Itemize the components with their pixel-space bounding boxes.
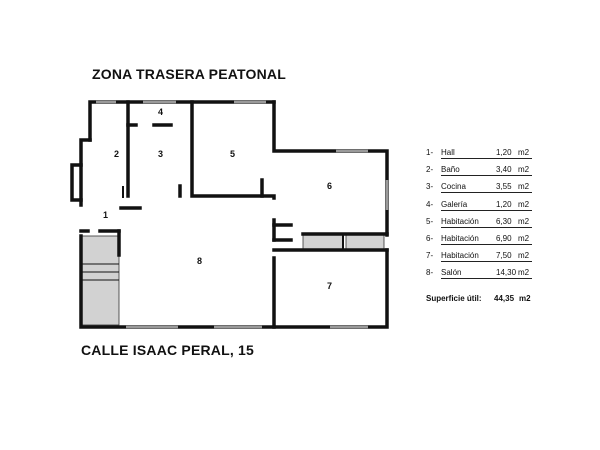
legend-row-underline (513, 209, 532, 211)
legend-row-number: 6- (426, 233, 434, 243)
legend-row-underline (513, 261, 532, 263)
street-address: CALLE ISAAC PERAL, 15 (81, 342, 254, 358)
legend-row: 3- Cocina 3,55 m2 (426, 181, 541, 198)
legend-row-underline (513, 278, 532, 280)
legend-row-name: Habitación (441, 250, 513, 263)
room-label-3: 3 (158, 149, 163, 159)
legend-row-number: 2- (426, 165, 434, 175)
legend-row-underline (513, 243, 532, 245)
legend-row-area: 3,40 (496, 165, 512, 175)
room-label-2: 2 (114, 149, 119, 159)
legend-row-area: 3,55 (496, 182, 512, 192)
legend-row-underline (513, 192, 532, 194)
legend-row-underline (513, 175, 532, 177)
total-area-value: 44,35 (494, 293, 515, 303)
closet-area-right (345, 233, 385, 251)
room-label-8: 8 (197, 256, 202, 266)
area-legend: 1- Hall 1,20 m2 2- Baño 3,40 m2 3- Cocin… (426, 147, 541, 306)
legend-row: 1- Hall 1,20 m2 (426, 147, 541, 164)
legend-row-number: 8- (426, 268, 434, 278)
legend-row-unit: m2 (518, 182, 530, 192)
legend-row: 8- Salón 14,30 m2 (426, 267, 541, 284)
room-label-4: 4 (158, 107, 163, 117)
legend-row-name: Galería (441, 199, 513, 211)
interior-walls (79, 100, 389, 257)
legend-row-area: 14,30 (496, 268, 517, 278)
windows (96, 100, 389, 329)
room-label-6: 6 (327, 181, 332, 191)
legend-row: 4- Galería 1,20 m2 (426, 199, 541, 216)
room-label-1: 1 (103, 210, 108, 220)
room-label-7: 7 (327, 281, 332, 291)
legend-row: 7- Habitación 7,50 m2 (426, 250, 541, 267)
legend-row-number: 7- (426, 251, 434, 261)
legend-row-unit: m2 (518, 199, 530, 209)
legend-row-name: Baño (441, 164, 513, 177)
legend-row-number: 4- (426, 199, 434, 209)
legend-row-unit: m2 (518, 233, 530, 243)
legend-row-number: 1- (426, 148, 434, 157)
room-label-5: 5 (230, 149, 235, 159)
legend-row-number: 5- (426, 216, 434, 226)
legend-row-area: 1,20 (496, 199, 512, 209)
legend-row-underline (513, 158, 532, 159)
total-area-label: Superficie útil: (426, 293, 482, 303)
legend-row: 2- Baño 3,40 m2 (426, 164, 541, 181)
total-area-unit: m2 (519, 293, 531, 303)
legend-row: 6- Habitación 6,90 m2 (426, 233, 541, 250)
legend-row-unit: m2 (518, 268, 530, 278)
legend-row-name: Habitación (441, 233, 513, 245)
legend-row-name: Salón (441, 267, 513, 280)
legend-row-unit: m2 (518, 216, 530, 226)
legend-row-unit: m2 (518, 148, 530, 157)
plan-title: ZONA TRASERA PEATONAL (92, 66, 286, 82)
legend-row-unit: m2 (518, 165, 530, 175)
legend-total-row: Superficie útil: 44,35 m2 (426, 294, 541, 306)
legend-row: 5- Habitación 6,30 m2 (426, 216, 541, 233)
legend-row-unit: m2 (518, 251, 530, 261)
legend-row-name: Cocina (441, 181, 513, 194)
stair-steps (81, 263, 119, 281)
legend-row-area: 6,30 (496, 216, 512, 226)
legend-row-area: 7,50 (496, 251, 512, 261)
legend-row-underline (513, 226, 532, 228)
legend-row-name: Hall (441, 147, 513, 159)
legend-row-area: 6,90 (496, 233, 512, 243)
legend-row-number: 3- (426, 182, 434, 192)
legend-row-area: 1,20 (496, 148, 512, 157)
closet-area-left (302, 233, 344, 251)
legend-row-name: Habitación (441, 216, 513, 228)
